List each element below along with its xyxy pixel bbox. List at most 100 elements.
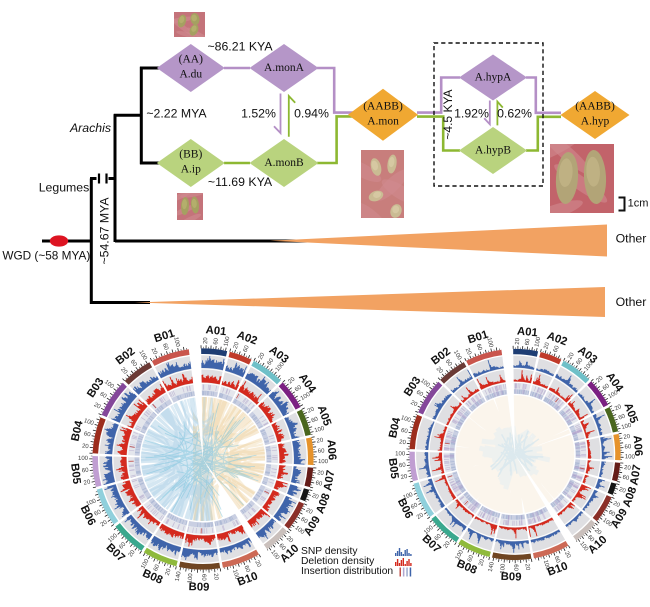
svg-text:20: 20 <box>623 434 631 441</box>
svg-text:A06: A06 <box>631 435 644 457</box>
svg-text:20: 20 <box>93 402 102 411</box>
svg-text:20: 20 <box>416 512 425 521</box>
svg-text:20: 20 <box>316 438 324 445</box>
svg-text:~4.5 KYA: ~4.5 KYA <box>441 89 455 139</box>
svg-text:100: 100 <box>485 337 493 349</box>
svg-text:60: 60 <box>129 359 138 368</box>
svg-text:140: 140 <box>488 561 496 573</box>
svg-text:100: 100 <box>452 350 463 362</box>
svg-text:20: 20 <box>287 376 296 385</box>
svg-text:60: 60 <box>118 541 127 550</box>
svg-text:60: 60 <box>267 357 276 366</box>
svg-text:100: 100 <box>607 390 619 401</box>
svg-text:20: 20 <box>409 400 418 409</box>
svg-text:60: 60 <box>512 564 518 571</box>
svg-text:Deletion density: Deletion density <box>301 556 375 567</box>
svg-text:100: 100 <box>542 559 551 571</box>
svg-text:1.52%: 1.52% <box>241 107 276 121</box>
svg-text:100: 100 <box>107 533 119 545</box>
svg-text:20: 20 <box>128 549 137 558</box>
svg-text:20: 20 <box>119 367 128 376</box>
svg-text:~86.21 KYA: ~86.21 KYA <box>207 40 273 54</box>
svg-text:20: 20 <box>612 501 621 510</box>
svg-text:0.94%: 0.94% <box>294 107 329 121</box>
svg-text:60: 60 <box>400 428 408 435</box>
svg-text:(AA): (AA) <box>179 54 203 66</box>
svg-text:B01: B01 <box>153 328 176 346</box>
svg-text:20: 20 <box>435 366 444 375</box>
svg-text:0.62%: 0.62% <box>497 107 532 121</box>
svg-text:60: 60 <box>213 337 220 345</box>
svg-text:20: 20 <box>593 527 602 536</box>
svg-text:60: 60 <box>576 357 585 366</box>
svg-text:100: 100 <box>400 415 412 424</box>
svg-text:100: 100 <box>318 459 329 465</box>
svg-text:Arachis: Arachis <box>69 121 111 135</box>
svg-text:60: 60 <box>277 543 286 552</box>
svg-text:(AABB): (AABB) <box>363 101 403 113</box>
svg-text:60: 60 <box>318 448 326 454</box>
svg-text:60: 60 <box>434 533 443 542</box>
svg-text:100: 100 <box>419 378 431 389</box>
svg-text:1cm: 1cm <box>628 198 649 210</box>
svg-text:60: 60 <box>311 416 320 424</box>
svg-text:100: 100 <box>314 426 326 434</box>
svg-text:20: 20 <box>400 474 408 481</box>
svg-text:60: 60 <box>624 444 632 450</box>
svg-text:Insertion distribution: Insertion distribution <box>301 566 393 577</box>
svg-text:20: 20 <box>253 560 262 569</box>
svg-text:20: 20 <box>399 440 407 447</box>
svg-text:100: 100 <box>395 451 406 457</box>
svg-text:60: 60 <box>475 343 483 352</box>
svg-text:B05: B05 <box>386 458 400 480</box>
svg-text:100: 100 <box>500 563 507 574</box>
svg-text:60: 60 <box>161 343 169 352</box>
svg-text:1.92%: 1.92% <box>454 107 489 121</box>
svg-text:20: 20 <box>233 341 241 350</box>
svg-text:20: 20 <box>443 540 452 549</box>
svg-text:(AABB): (AABB) <box>575 101 615 113</box>
svg-text:B09: B09 <box>188 581 209 594</box>
svg-text:20: 20 <box>100 519 109 528</box>
svg-text:100: 100 <box>275 361 286 373</box>
svg-text:100: 100 <box>300 391 312 402</box>
svg-text:60: 60 <box>607 509 616 518</box>
svg-text:100: 100 <box>103 379 115 390</box>
svg-text:60: 60 <box>410 502 419 511</box>
svg-text:100: 100 <box>137 350 148 362</box>
svg-text:20: 20 <box>285 535 294 544</box>
svg-text:20: 20 <box>478 558 486 567</box>
svg-text:60: 60 <box>82 468 90 475</box>
svg-text:100: 100 <box>455 549 465 561</box>
svg-text:A.hypB: A.hypB <box>475 145 511 157</box>
svg-text:(BB): (BB) <box>179 149 202 161</box>
svg-text:B04: B04 <box>69 419 85 443</box>
svg-text:20: 20 <box>317 470 325 477</box>
svg-text:A01: A01 <box>205 324 227 338</box>
svg-text:A06: A06 <box>324 439 337 461</box>
svg-text:100: 100 <box>584 360 595 372</box>
svg-text:100: 100 <box>423 525 435 537</box>
svg-text:20: 20 <box>614 404 623 412</box>
svg-text:100: 100 <box>534 336 542 348</box>
svg-text:60: 60 <box>399 463 407 470</box>
svg-text:A.monB: A.monB <box>264 157 304 169</box>
svg-text:20: 20 <box>150 347 159 356</box>
svg-text:WGD (~58 MYA): WGD (~58 MYA) <box>2 249 90 263</box>
svg-text:20: 20 <box>563 551 572 560</box>
svg-text:60: 60 <box>243 565 251 574</box>
svg-text:B01: B01 <box>466 329 489 347</box>
svg-text:100: 100 <box>578 541 589 553</box>
svg-text:20: 20 <box>83 479 91 486</box>
svg-text:20: 20 <box>543 341 551 350</box>
svg-text:20: 20 <box>567 351 576 360</box>
svg-text:20: 20 <box>515 337 521 344</box>
svg-text:~54.67 MYA: ~54.67 MYA <box>98 197 112 265</box>
svg-text:20: 20 <box>165 568 173 577</box>
svg-text:B04: B04 <box>387 416 403 440</box>
svg-text:Other: Other <box>616 232 647 246</box>
svg-text:100: 100 <box>231 569 240 581</box>
svg-text:A.hyp: A.hyp <box>581 116 610 128</box>
svg-text:60: 60 <box>553 344 561 353</box>
svg-text:A.du: A.du <box>179 69 202 81</box>
